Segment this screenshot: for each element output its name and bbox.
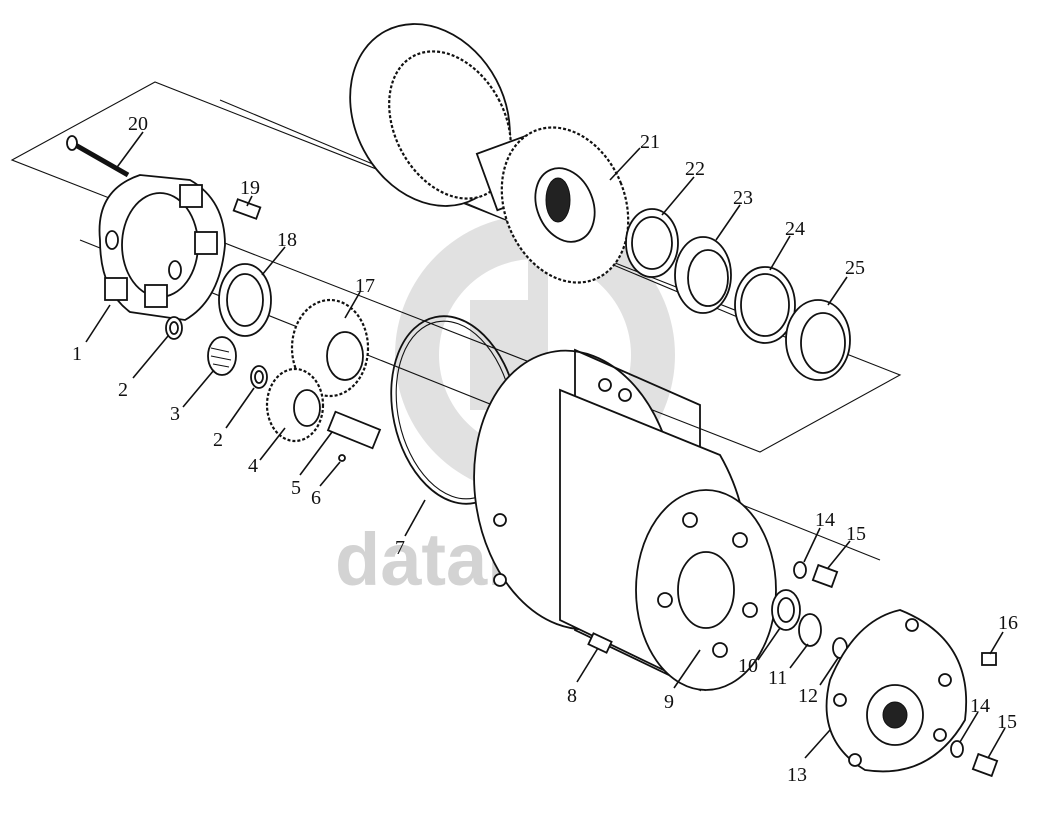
part-16-screw — [981, 652, 997, 666]
part-15-plug-b — [971, 752, 999, 778]
callout-1: 1 — [72, 343, 82, 365]
part-14-seal-a — [793, 561, 807, 579]
callout-7: 7 — [395, 537, 405, 559]
part-23-lock-nut — [674, 236, 732, 314]
part-13-end-cover — [825, 609, 967, 773]
callout-6: 6 — [311, 487, 321, 509]
callout-18: 18 — [277, 229, 297, 251]
callout-13: 13 — [787, 764, 807, 786]
callout-3: 3 — [170, 403, 180, 425]
part-24-lock-washer — [734, 266, 796, 344]
part-22-washer — [625, 208, 679, 278]
leader-lines — [85, 131, 1006, 759]
part-25-nut — [785, 299, 851, 381]
callout-22: 22 — [685, 158, 705, 180]
part-20-bolt — [66, 135, 130, 178]
callout-2a: 2 — [118, 379, 128, 401]
part-3-needle-bearing — [207, 336, 237, 376]
callout-labels: 20 19 18 17 1 2 3 2 4 5 6 7 21 22 23 24 … — [72, 113, 1018, 786]
part-6-ball — [338, 454, 346, 462]
callout-11: 11 — [768, 667, 787, 689]
center-axis — [79, 239, 881, 561]
callout-9: 9 — [664, 691, 674, 713]
callout-14b: 14 — [970, 695, 990, 717]
callout-20: 20 — [128, 113, 148, 135]
part-11-retaining-ring — [798, 613, 822, 647]
callout-21: 21 — [640, 131, 660, 153]
callout-2b: 2 — [213, 429, 223, 451]
part-18-thrust-washer — [218, 263, 272, 337]
callout-15a: 15 — [846, 523, 866, 545]
callout-15b: 15 — [997, 711, 1017, 733]
part-2-washer-a — [165, 316, 183, 340]
part-1-planet-carrier — [98, 174, 226, 321]
callout-16: 16 — [998, 612, 1018, 634]
part-9-hub-housing — [473, 348, 777, 692]
callout-17: 17 — [355, 275, 375, 297]
callout-25: 25 — [845, 257, 865, 279]
callout-24: 24 — [785, 218, 805, 240]
part-5-shaft — [326, 410, 382, 450]
part-2-washer-b — [250, 365, 268, 389]
callout-10: 10 — [738, 655, 758, 677]
part-4-planet-gear — [265, 367, 325, 443]
callout-8: 8 — [567, 685, 577, 707]
part-10-washer — [771, 589, 801, 631]
callout-12: 12 — [798, 685, 818, 707]
callout-5: 5 — [291, 477, 301, 499]
part-17-planet-gear — [290, 298, 370, 398]
part-15-plug-a — [811, 563, 839, 589]
part-19-pin — [232, 198, 262, 220]
callout-23: 23 — [733, 187, 753, 209]
assembly-frame — [10, 81, 902, 453]
part-14-seal-b — [950, 740, 964, 758]
callout-4: 4 — [248, 455, 258, 477]
part-21-drive-gear — [475, 126, 630, 284]
callout-19: 19 — [240, 177, 260, 199]
callout-14a: 14 — [815, 509, 835, 531]
